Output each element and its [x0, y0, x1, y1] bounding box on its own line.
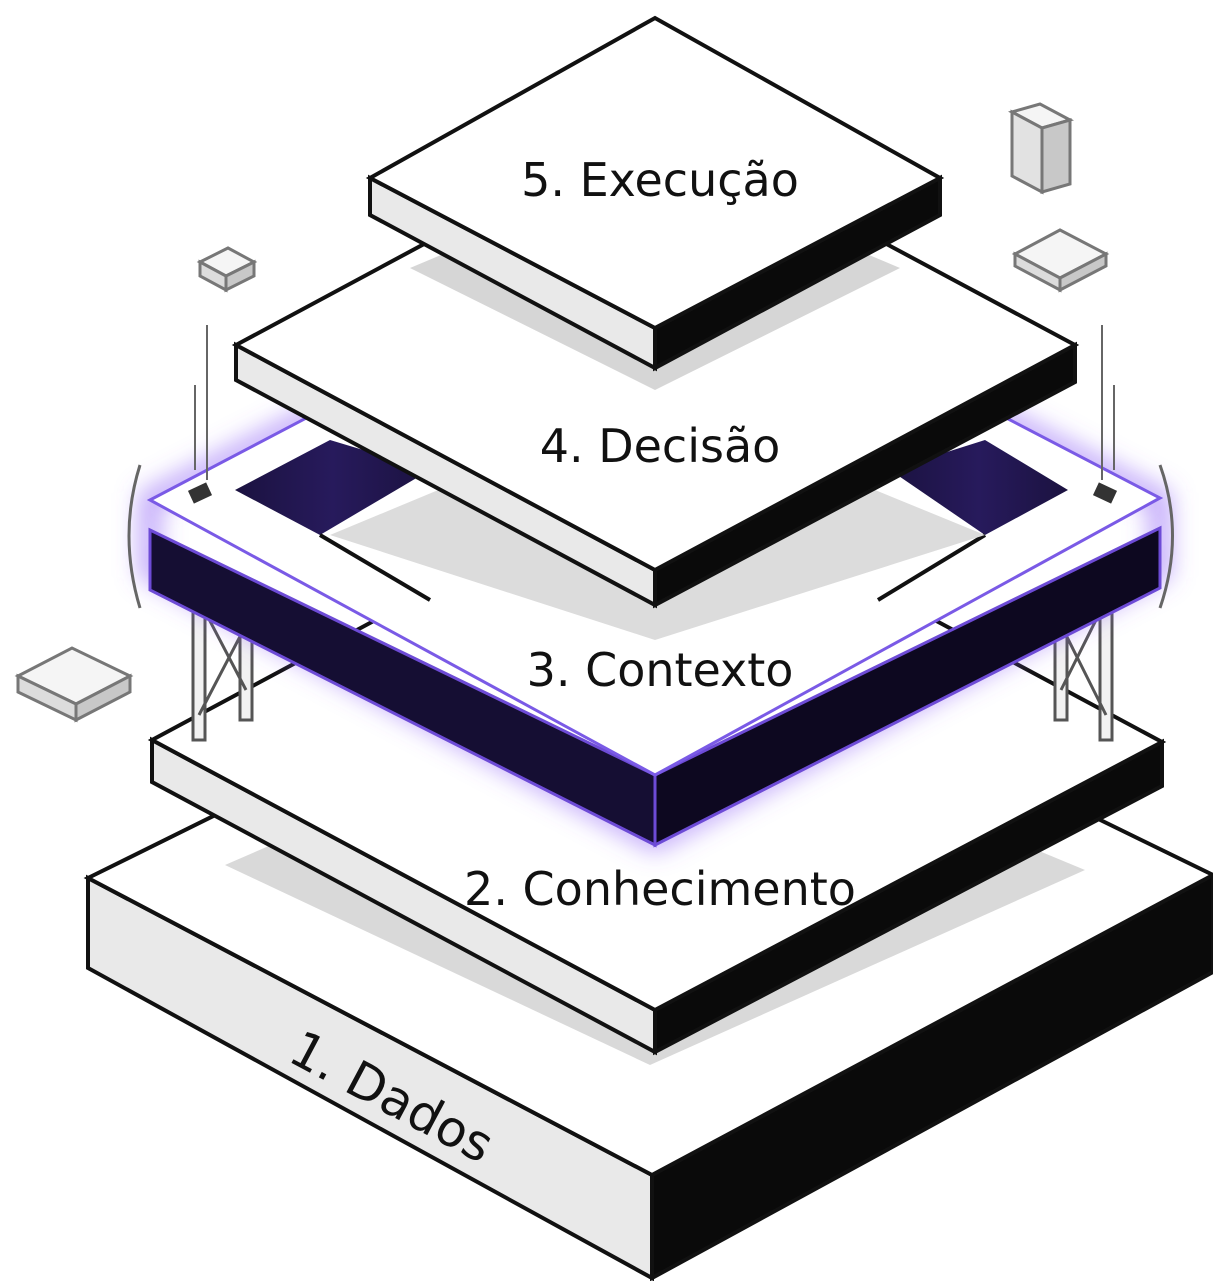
layer-contexto-bar-right	[890, 440, 1068, 535]
layer-contexto-side-right	[653, 525, 1162, 848]
layer-contexto-inner-line-left	[318, 533, 432, 602]
layer-contexto-bar-left	[235, 440, 430, 535]
floating-cube-icon	[1008, 102, 1074, 195]
layer-contexto-inner-line-right	[876, 533, 987, 602]
socket-left	[187, 482, 213, 504]
layer-execucao-top	[365, 15, 945, 331]
floating-cube-icon	[196, 246, 258, 293]
layer-decisao-label: 4. Decisão	[540, 419, 781, 473]
floating-cube-icon	[14, 646, 134, 723]
layer-execucao: 5. Execução	[365, 15, 945, 372]
layer-contexto-label: 3. Contexto	[527, 643, 794, 697]
floating-cube-icon	[1011, 228, 1110, 293]
socket-right	[1092, 482, 1118, 504]
bracket-icon	[127, 464, 142, 609]
support-post-icon	[194, 325, 1115, 480]
layer-conhecimento-label: 2. Conhecimento	[464, 862, 856, 916]
bracket-icon	[1158, 464, 1174, 609]
layer-execucao-label: 5. Execução	[521, 153, 799, 207]
